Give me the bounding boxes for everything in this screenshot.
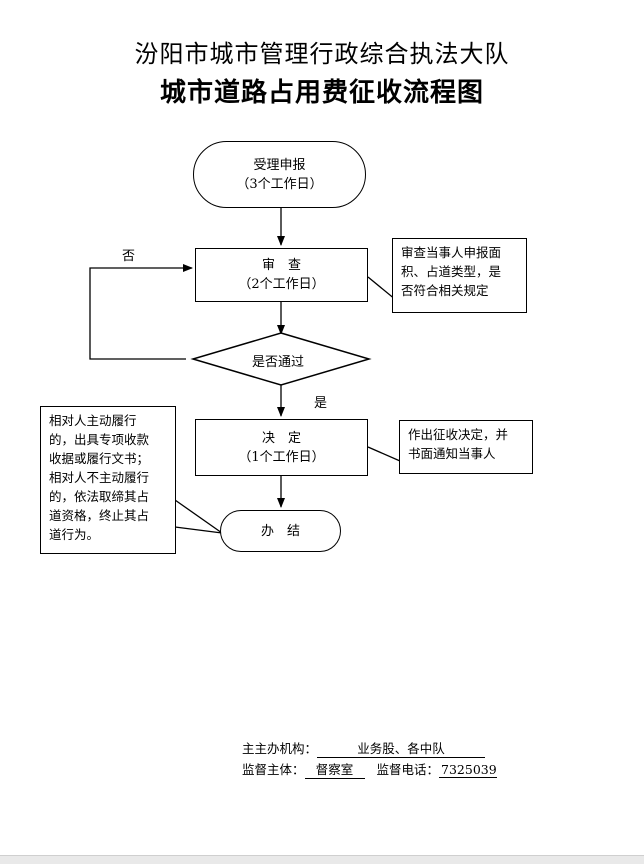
decision-diamond-shape xyxy=(190,332,372,386)
note-finish-line: 道资格，终止其占 xyxy=(49,508,150,523)
node-finish-label: 办 结 xyxy=(260,523,300,539)
footer-org-row: 主主办机构：业务股、各中队 xyxy=(242,738,486,758)
callout-decide xyxy=(367,446,401,462)
note-finish-line: 相对人主动履行 xyxy=(49,413,137,428)
note-review-line: 积、占道类型，是 xyxy=(401,264,502,279)
footer-supervisor-value: 督察室 xyxy=(304,759,365,779)
title-line2: 城市道路占用费征收流程图 xyxy=(159,78,484,108)
note-finish-line: 相对人不主动履行 xyxy=(49,470,150,485)
note-review: 审查当事人申报面 积、占道类型，是 否符合相关规定 xyxy=(392,238,527,313)
note-finish-line: 的，出具专项收款 xyxy=(49,432,150,447)
node-review-duration: （2个工作日） xyxy=(238,277,325,292)
node-review-label: 审 查 xyxy=(261,258,301,273)
callout-finish xyxy=(174,499,223,534)
node-review: 审 查 （2个工作日） xyxy=(195,248,368,302)
note-finish-line: 道行为。 xyxy=(49,527,100,542)
footer-supervisor-label: 监督主体： xyxy=(242,762,305,777)
edge-label-yes: 是 xyxy=(314,396,328,411)
status-strip xyxy=(0,855,644,864)
note-decide-line: 作出征收决定，并 xyxy=(408,427,509,442)
edge-label-no: 否 xyxy=(122,249,136,264)
node-decide: 决 定 （1个工作日） xyxy=(195,419,368,476)
node-decide-label: 决 定 xyxy=(261,430,301,446)
node-finish: 办 结 xyxy=(220,510,341,552)
footer-phone-label: 监督电话： xyxy=(376,762,440,777)
title-line1: 汾阳市城市管理行政综合执法大队 xyxy=(134,40,510,68)
note-finish-line: 收据或履行文书； xyxy=(49,451,150,466)
note-finish-line: 的，依法取缔其占 xyxy=(49,489,150,504)
note-finish: 相对人主动履行 的，出具专项收款 收据或履行文书； 相对人不主动履行 的，依法取… xyxy=(40,406,176,554)
node-accept: 受理申报 （3个工作日） xyxy=(193,141,366,208)
footer-supervisor-row: 监督主体：督察室 监督电话：7325039 xyxy=(242,759,498,779)
note-review-line: 否符合相关规定 xyxy=(401,283,489,298)
node-decide-duration: （1个工作日） xyxy=(238,449,325,465)
note-review-line: 审查当事人申报面 xyxy=(401,245,502,260)
footer-phone-value: 7325039 xyxy=(439,762,498,778)
node-accept-label: 受理申报 xyxy=(253,157,306,173)
note-decide-line: 书面通知当事人 xyxy=(408,446,496,461)
decision-label: 是否通过 xyxy=(252,355,305,370)
note-decide: 作出征收决定，并 书面通知当事人 xyxy=(399,420,533,474)
node-accept-duration: （3个工作日） xyxy=(236,176,323,192)
footer-org-value: 业务股、各中队 xyxy=(317,738,486,758)
footer-org-label: 主主办机构： xyxy=(242,741,318,756)
arrow-no-loop xyxy=(89,264,193,360)
